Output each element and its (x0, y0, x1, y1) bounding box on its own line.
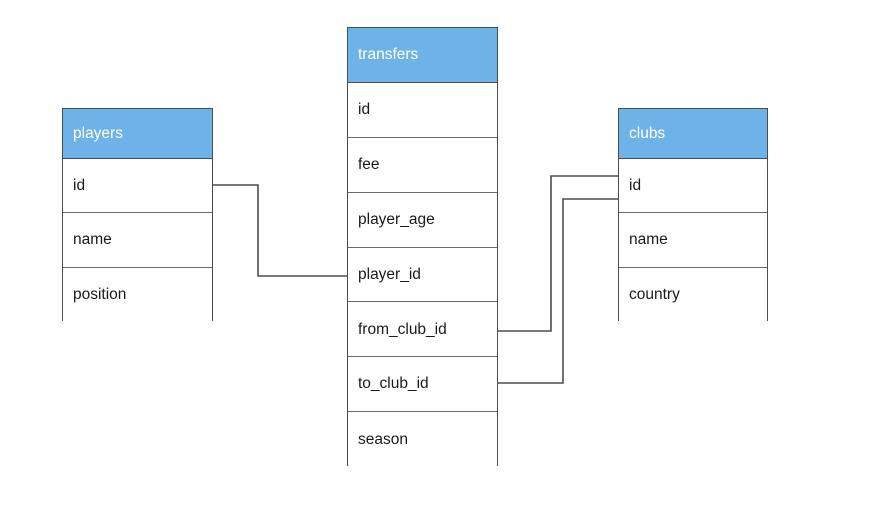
erd-table-header-transfers: transfers (348, 28, 497, 83)
erd-column-players-name[interactable]: name (63, 213, 212, 268)
erd-column-transfers-season[interactable]: season (348, 412, 497, 467)
connector-players-id-to-transfers-player-id (213, 184, 347, 277)
erd-table-header-clubs: clubs (619, 109, 767, 159)
connector-transfers-to-club-id-to-clubs-id (498, 198, 618, 384)
erd-column-clubs-country[interactable]: country (619, 267, 767, 322)
erd-column-transfers-player-id[interactable]: player_id (348, 247, 497, 303)
erd-column-transfers-player-age[interactable]: player_age (348, 192, 497, 248)
erd-column-transfers-to-club-id[interactable]: to_club_id (348, 357, 497, 413)
erd-column-transfers-id[interactable]: id (348, 83, 497, 138)
erd-column-players-position[interactable]: position (63, 267, 212, 322)
erd-column-transfers-fee[interactable]: fee (348, 137, 497, 193)
erd-column-players-id[interactable]: id (63, 159, 212, 214)
connector-transfers-from-club-id-to-clubs-id (498, 175, 618, 332)
erd-column-clubs-name[interactable]: name (619, 213, 767, 268)
erd-column-transfers-from-club-id[interactable]: from_club_id (348, 302, 497, 358)
erd-table-header-players: players (63, 109, 212, 159)
erd-column-clubs-id[interactable]: id (619, 159, 767, 214)
